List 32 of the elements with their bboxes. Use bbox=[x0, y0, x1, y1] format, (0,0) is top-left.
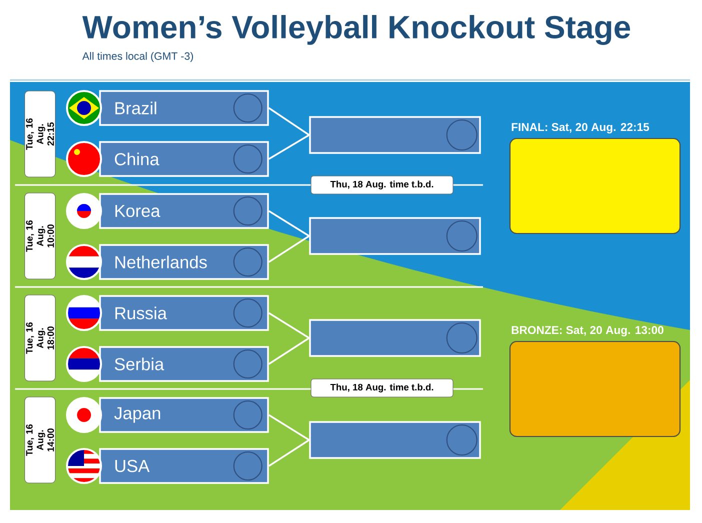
date-tag: Tue, 16 Aug. 10:00 bbox=[24, 192, 56, 280]
node-label: BRONZE: Sat, 20 Aug. 13:00 bbox=[512, 326, 664, 336]
connector-line bbox=[268, 134, 310, 160]
connector-line bbox=[268, 312, 310, 339]
date-tag: Tue, 16 Aug. 18:00 bbox=[24, 294, 56, 382]
team-box: Korea bbox=[99, 193, 269, 229]
connector-line bbox=[268, 210, 310, 237]
date-tag: Tue, 16 Aug. 22:15 bbox=[24, 90, 56, 178]
team-box: Russia bbox=[99, 295, 269, 331]
node-label: FINAL: Sat, 20 Aug. 22:15 bbox=[512, 123, 650, 134]
date-tag: Thu, 18 Aug. time t.b.d. bbox=[310, 176, 454, 194]
team-box: Brazil bbox=[99, 90, 269, 126]
connector-line bbox=[268, 414, 310, 441]
medal-panel: BRONZE: Sat, 20 Aug. 13:00 bbox=[509, 326, 681, 438]
date-tag: Thu, 18 Aug. time t.b.d. bbox=[310, 378, 454, 398]
match-box bbox=[309, 421, 481, 459]
team-box: USA bbox=[99, 448, 269, 484]
team-box: China bbox=[99, 141, 269, 177]
connector-line bbox=[268, 107, 310, 136]
team-box: Netherlands bbox=[99, 244, 269, 280]
date-tag: Tue, 16 Aug. 14:00 bbox=[24, 396, 56, 484]
connector-line bbox=[268, 337, 310, 365]
connector-line bbox=[268, 439, 310, 467]
title: Women’s Volleyball Knockout Stage bbox=[82, 15, 630, 45]
team-box: Japan bbox=[99, 397, 269, 433]
connector-line bbox=[268, 235, 310, 263]
match-box bbox=[309, 319, 481, 357]
team-box: Serbia bbox=[99, 346, 269, 382]
subtitle: All times local (GMT -3) bbox=[82, 52, 193, 62]
medal-panel: FINAL: Sat, 20 Aug. 22:15 bbox=[509, 123, 681, 234]
match-box bbox=[309, 116, 481, 154]
match-box bbox=[309, 217, 481, 255]
